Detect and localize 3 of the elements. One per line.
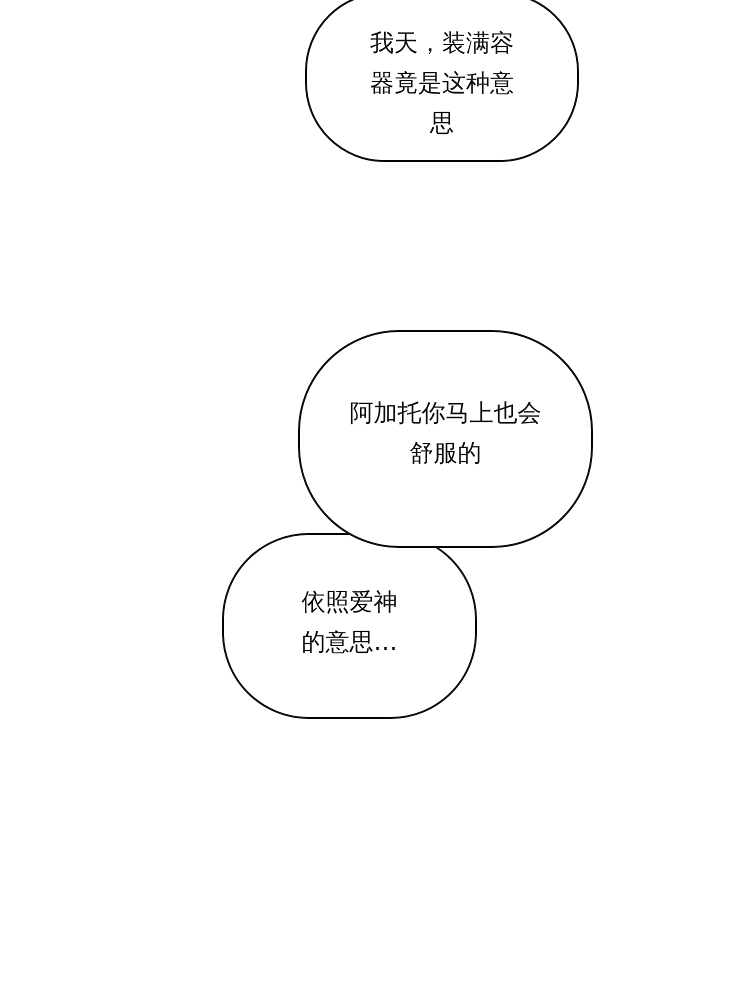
bubble-text: 依照爱神的意思… (300, 587, 398, 658)
bubble-text: 阿加托你马上也会舒服的 (348, 398, 542, 469)
bubble-text: 我天，装满容器竟是这种意思 (368, 28, 515, 139)
